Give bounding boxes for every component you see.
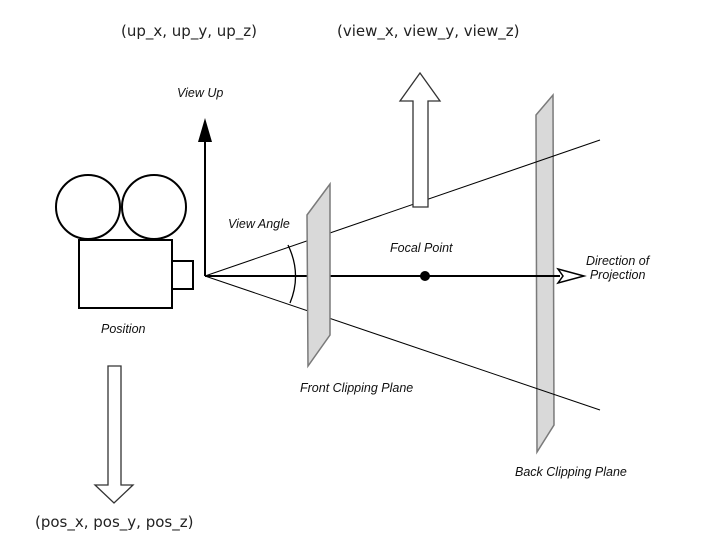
- projection-arrowhead: [556, 267, 587, 285]
- focal-point-dot: [420, 271, 430, 281]
- frustum-lower-line: [204, 275, 601, 411]
- direction-of-projection-line-1: Direction of: [586, 254, 650, 268]
- view-vector-coords: (view_x, view_y, view_z): [337, 22, 520, 40]
- position-vector-arrow: [93, 365, 135, 504]
- back-clipping-plane: [535, 92, 555, 455]
- position-coords: (pos_x, pos_y, pos_z): [35, 513, 194, 531]
- front-clipping-plane-label: Front Clipping Plane: [300, 381, 414, 395]
- view-up-label: View Up: [177, 86, 224, 100]
- direction-of-projection-line-2: Projection: [589, 268, 646, 282]
- direction-of-projection-label: Direction of Projection: [586, 254, 649, 282]
- view-angle-arc: [287, 244, 297, 304]
- camera-icon: [55, 174, 194, 309]
- view-angle-label: View Angle: [228, 217, 290, 231]
- front-clipping-plane: [306, 181, 331, 369]
- focal-point-label: Focal Point: [390, 241, 453, 255]
- up-vector-coords: (up_x, up_y, up_z): [121, 22, 257, 40]
- view-vector-arrow: [398, 71, 442, 208]
- position-label: Position: [101, 322, 146, 336]
- back-clipping-plane-label: Back Clipping Plane: [515, 465, 627, 479]
- view-up-arrowhead: [198, 118, 212, 142]
- frustum-upper-line: [204, 139, 601, 277]
